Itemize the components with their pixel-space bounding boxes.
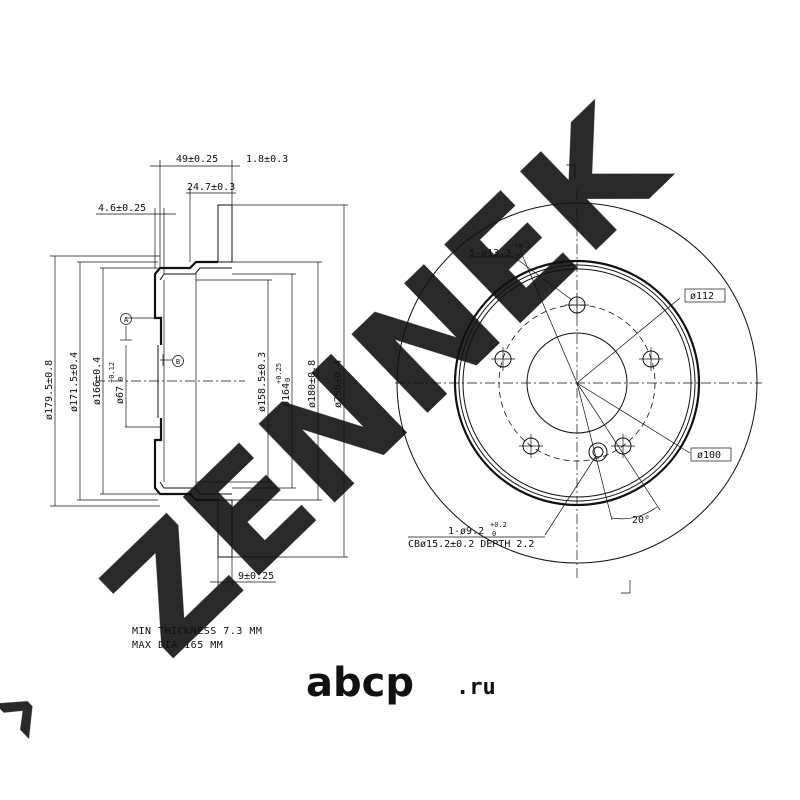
section-mark-top [566, 164, 576, 178]
ray-3 [576, 382, 613, 521]
datum-b-circle [172, 355, 184, 367]
section-mark-bottom [621, 580, 631, 594]
pin-hole-callout: 1-ø9.2 [448, 526, 484, 537]
dim-dia-67-tol0: 0 [117, 377, 125, 381]
side-view: A B 49±0.25 1.8±0.3 24.7±0.3 4.6±0.25 9±… [44, 154, 348, 586]
pin-hole [592, 446, 604, 458]
hole-center-ticks [491, 293, 663, 458]
watermark-text: ZENNEK [72, 74, 700, 689]
angle-label: 20° [632, 515, 650, 526]
angle-arc [611, 506, 658, 520]
datum-b-label: B [176, 358, 180, 366]
dim-24-7: 24.7±0.3 [187, 182, 235, 193]
ray-5 [519, 249, 578, 384]
dim-dia-164-tol0: 0 [284, 378, 292, 382]
dim-dia-67-tol: +0.12 [108, 362, 116, 383]
note-min-thickness: MIN THICKNESS 7.3 MM [132, 626, 262, 637]
ray-2 [576, 382, 691, 454]
center-bore [526, 332, 628, 434]
ray-1 [576, 297, 681, 384]
dim-dia-164-tol: +0.25 [275, 363, 283, 384]
dim-9: 9±0.25 [238, 571, 274, 582]
pcd-circle [498, 304, 656, 462]
ray-4 [576, 382, 661, 511]
dim-dia-258: ø258±0.4 [333, 360, 344, 408]
dim-4-6: 4.6±0.25 [98, 203, 146, 214]
note-max-dia: MAX DIA 165 MM [132, 640, 223, 651]
watermark-chevron: › [0, 641, 84, 779]
friction-ring-upper [217, 204, 233, 263]
leader-holes [513, 256, 573, 301]
pin-hole-counterbore [588, 442, 608, 462]
dim-1-8: 1.8±0.3 [246, 154, 288, 165]
hat-profile-bottom [153, 418, 218, 502]
datum-a-circle [120, 313, 132, 325]
dim-dia-179-5: ø179.5±0.8 [44, 360, 55, 420]
abcp-logo: abcp [306, 660, 414, 706]
hat-edge-1 [458, 264, 696, 502]
hat-profile-top-inner [159, 267, 232, 281]
counterbore-callout: CBø15.2±0.2 DEPTH 2.2 [408, 539, 534, 550]
dim-dia-164: ø164 [281, 383, 292, 407]
dim-49: 49±0.25 [176, 154, 218, 165]
pcd-100-label: ø100 [697, 450, 721, 461]
disc-outer-edge [396, 202, 758, 564]
holes-callout: 5-ø13.3 [469, 248, 511, 259]
pin-tol: +0.2 [490, 521, 507, 529]
abcp-logo-suffix: .ru [456, 675, 496, 700]
hat-edge-2 [462, 268, 692, 498]
pcd-112-box [684, 288, 726, 303]
pin-tol0: 0 [492, 530, 496, 538]
dim-dia-180: ø180±0.8 [307, 360, 318, 408]
holes-tol0: 0 [516, 252, 520, 260]
hat-profile-bottom-inner [159, 481, 232, 495]
datum-a-label: A [124, 316, 129, 324]
pcd-100-box [690, 447, 732, 462]
dim-dia-67: ø67 [115, 386, 126, 404]
front-view: 5-ø13.3 +0.2 0 ø112 ø100 20° 1-ø9.2 +0.2… [395, 164, 762, 594]
holes-tol: +0.2 [514, 242, 531, 250]
dim-dia-158-5: ø158.5±0.3 [257, 352, 268, 412]
friction-inner-edge [453, 259, 701, 507]
leader-pin [544, 455, 597, 536]
abcp-logo-group: abcp .ru [306, 660, 496, 706]
pcd-112-label: ø112 [690, 291, 714, 302]
dim-dia-171-5: ø171.5±0.4 [69, 352, 80, 412]
dim-dia-166: ø166±0.4 [92, 357, 103, 405]
